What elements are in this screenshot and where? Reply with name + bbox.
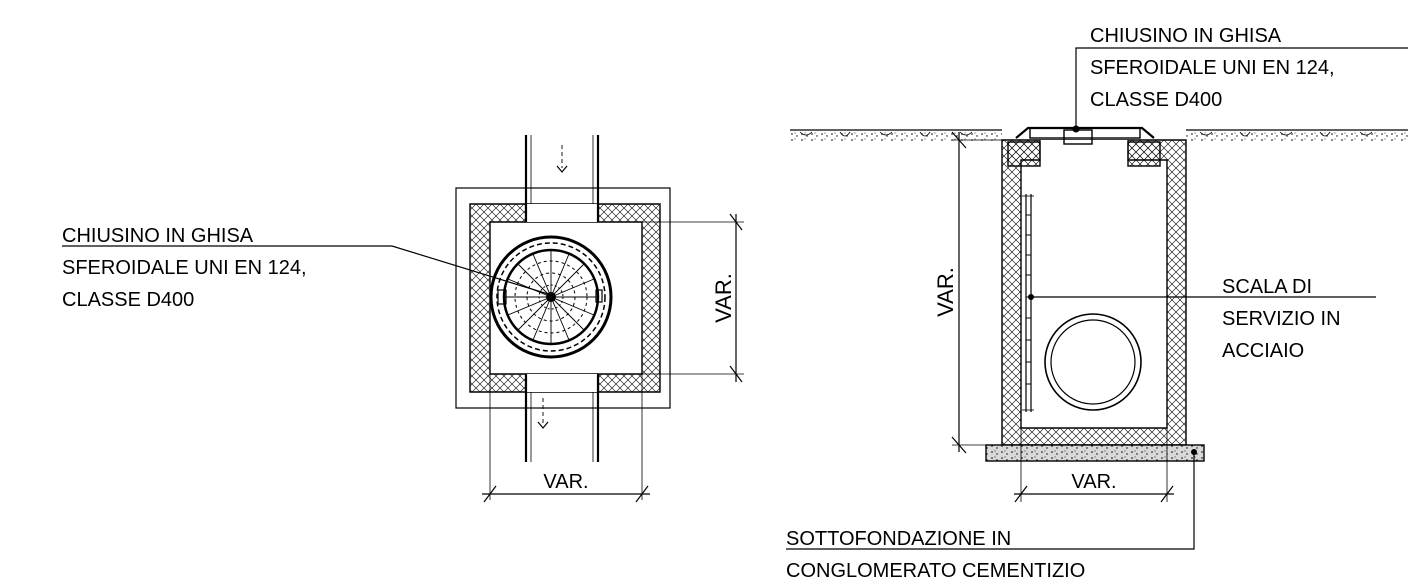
plan-dim-horizontal-label: VAR. xyxy=(543,471,588,493)
plan-view: CHIUSINO IN GHISA SFEROIDALE UNI EN 124,… xyxy=(62,135,744,503)
section-dimension-vertical: VAR. xyxy=(933,131,1002,454)
section-base-label-line2: CONGLOMERATO CEMENTIZIO xyxy=(786,560,1085,582)
plan-dimension-vertical: VAR. xyxy=(600,213,744,383)
section-cover-label-line1: CHIUSINO IN GHISA xyxy=(1090,25,1282,47)
plan-cover-label-line3: CLASSE D400 xyxy=(62,289,194,311)
section-dim-horizontal-label: VAR. xyxy=(1071,471,1116,493)
plan-cover-leader xyxy=(62,245,549,295)
section-ladder-label-line2: SERVIZIO IN xyxy=(1222,308,1341,330)
section-chamber-walls xyxy=(1001,139,1187,446)
ground-surface xyxy=(790,129,1408,141)
section-dim-vertical-label: VAR. xyxy=(933,267,958,317)
section-ladder-label-line1: SCALA DI xyxy=(1222,276,1312,298)
section-ladder-label-line3: ACCIAIO xyxy=(1222,340,1304,362)
section-cover-label-line2: SFEROIDALE UNI EN 124, xyxy=(1090,57,1335,79)
plan-foundation-outline xyxy=(455,187,671,409)
section-dimension-horizontal: VAR. xyxy=(1014,428,1174,503)
section-manhole-cover xyxy=(1015,125,1155,145)
plan-dimension-horizontal: VAR. xyxy=(482,374,650,503)
plan-manhole-cover xyxy=(489,235,613,359)
section-cover-leader xyxy=(1075,47,1408,128)
section-base-label-line1: SOTTOFONDAZIONE IN xyxy=(786,528,1011,550)
plan-dim-vertical-label: VAR. xyxy=(711,273,736,323)
section-cover-label-line3: CLASSE D400 xyxy=(1090,89,1222,111)
section-view: CHIUSINO IN GHISA SFEROIDALE UNI EN 124,… xyxy=(786,25,1408,582)
plan-cover-label-line1: CHIUSINO IN GHISA xyxy=(62,225,254,247)
plan-cover-label-line2: SFEROIDALE UNI EN 124, xyxy=(62,257,307,279)
section-base-leader xyxy=(786,452,1195,550)
section-pipe-opening xyxy=(1044,313,1142,411)
service-ladder xyxy=(1022,194,1034,412)
